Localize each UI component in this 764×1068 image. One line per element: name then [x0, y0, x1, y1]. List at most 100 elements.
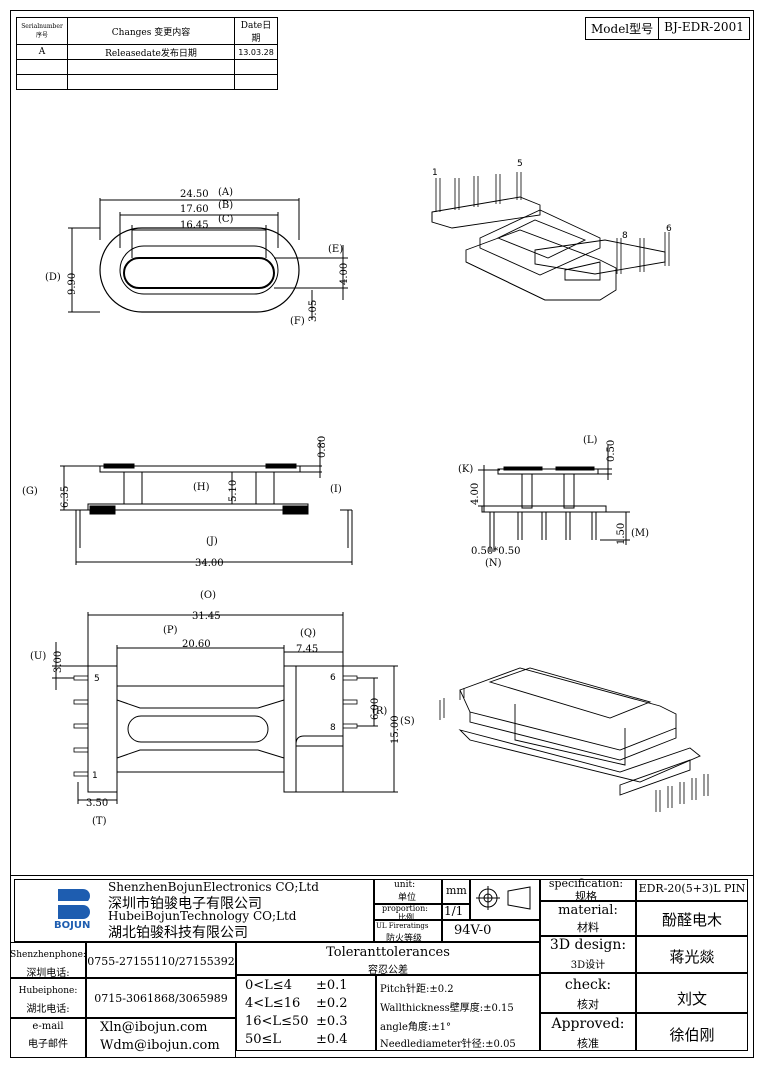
top-view: 24.50 (A) 17.60 (B) 16.45 (C) (D) 9.90 (…	[45, 187, 350, 327]
revision-table: Serialnumber序号 Changes 变更内容 Date日期 A Rel…	[16, 17, 278, 90]
iso-pin-5: 5	[517, 159, 523, 169]
approved-value: 徐伯刚	[669, 1026, 715, 1044]
drawing-sheet-border	[10, 10, 754, 1058]
dim-g-label: (G)	[22, 486, 38, 497]
dim-r-value: 6.00	[370, 698, 381, 720]
check-value: 刘文	[676, 990, 707, 1008]
tol-range-3: 16<L≤50	[245, 1014, 309, 1029]
technical-drawing: 24.50 (A) 17.60 (B) 16.45 (C) (D) 9.90 (…	[22, 159, 709, 827]
iso-pin-6: 6	[666, 224, 672, 234]
tol-note-angle: angle角度:±1°	[380, 1022, 452, 1033]
dim-q-label: (Q)	[300, 628, 316, 639]
dim-f-value: 3.05	[308, 300, 319, 322]
company-en-2: HubeiBojunTechnology CO;Ltd	[108, 909, 297, 923]
design-label: 3D design:	[549, 937, 627, 953]
tol-title: Toleranttolerances	[326, 945, 450, 960]
dim-t-label: (T)	[92, 816, 107, 827]
dim-a-value: 24.50	[180, 189, 209, 200]
proportion-label-cn: 比例	[398, 913, 414, 922]
dim-i-label: (I)	[330, 484, 342, 495]
dim-h-label: (H)	[193, 482, 210, 493]
model-label: Model型号	[586, 18, 660, 39]
dim-e-value: 4.00	[339, 263, 350, 285]
iso-view-top: 1 5 8 6	[431, 159, 672, 301]
dim-p-label: (P)	[163, 625, 178, 636]
dim-g-value: 6.35	[60, 486, 71, 508]
approved-label: Approved:	[551, 1016, 625, 1032]
tol-range-4: 50≤L	[245, 1032, 282, 1047]
dim-c-value: 16.45	[180, 220, 209, 231]
spec-label: specification:	[548, 877, 624, 890]
bottom-pin-5: 5	[94, 674, 100, 684]
sz-phone: 0755-27155110/27155392	[87, 955, 235, 968]
bottom-pin-6: 6	[330, 673, 336, 683]
hb-phone: 0715-3061868/3065989	[94, 992, 228, 1005]
dim-p-value: 20.60	[182, 639, 211, 650]
spec-label-cn: 规格	[575, 890, 597, 903]
design-label-cn: 3D设计	[570, 960, 606, 971]
tol-value-3: ±0.3	[316, 1014, 348, 1029]
fire-value: 94V-0	[454, 923, 492, 938]
logo-text: BOJUN	[54, 920, 91, 931]
bottom-pin-8: 8	[330, 723, 336, 733]
tol-value-1: ±0.1	[316, 978, 348, 993]
tol-range-2: 4<L≤16	[245, 996, 301, 1011]
email-label-cn: 电子邮件	[28, 1039, 68, 1050]
dim-n-value: 0.50*0.50	[471, 546, 521, 557]
dim-m-value: 1.50	[616, 523, 627, 545]
dim-j-value: 34.00	[195, 558, 224, 569]
dim-l-value: 0.50	[606, 440, 617, 462]
title-block: BOJUN ShenzhenBojunElectronics CO;Ltd 深圳…	[10, 875, 754, 1058]
projection-symbol	[476, 886, 531, 910]
tol-note-wall: Wallthickness壁厚度:±0.15	[380, 1003, 514, 1014]
dim-o-label: (O)	[200, 590, 216, 601]
front-view: (G) 6.35 (H) 5.10 0.80 (I) (J) 34.00	[22, 436, 353, 569]
dim-j-label: (J)	[206, 536, 218, 547]
tol-note-needle: Needlediameter针径:±0.05	[380, 1039, 516, 1050]
material-label-cn: 材料	[577, 921, 599, 934]
unit-label-cn: 单位	[398, 893, 417, 903]
dim-q-value: 7.45	[296, 644, 318, 655]
dim-k-label: (K)	[458, 464, 473, 475]
dim-t-value: 3.50	[86, 798, 108, 809]
dim-o-value: 31.45	[192, 611, 221, 622]
dim-b-label: (B)	[218, 200, 233, 211]
tol-range-1: 0<L≤4	[245, 978, 292, 993]
dim-r-label: (R)	[372, 706, 387, 717]
dim-l-label: (L)	[583, 435, 598, 446]
email-2: Wdm@ibojun.com	[100, 1038, 220, 1053]
dim-d-value: 9.90	[67, 273, 78, 295]
rev-header-changes: Changes 变更内容	[67, 17, 235, 45]
material-label: material:	[558, 903, 618, 918]
dim-d-label: (D)	[45, 272, 61, 283]
fire-label-cn: 防火等级	[386, 934, 423, 944]
company-en-1: ShenzhenBojunElectronics CO;Ltd	[108, 880, 319, 894]
dim-s-value: 15.00	[390, 715, 401, 744]
hb-phone-label-cn: 湖北电话:	[26, 1004, 70, 1015]
unit-value: mm	[446, 884, 467, 897]
dim-u-label: (U)	[30, 651, 46, 662]
tol-note-pitch: Pitch针距:±0.2	[380, 984, 454, 995]
email-1: Xln@ibojun.com	[100, 1020, 208, 1035]
dim-h-value: 5.10	[228, 480, 239, 502]
rev-header-date: Date日期	[234, 17, 278, 45]
proportion-label: proportion:	[382, 904, 428, 913]
sz-phone-label: Shenzhenphone:	[10, 950, 86, 960]
check-label-cn: 核对	[577, 998, 599, 1011]
dim-top-value: 0.80	[317, 436, 328, 458]
material-value: 酚醛电木	[661, 911, 722, 929]
dim-u-value: 3.00	[53, 651, 64, 673]
dim-e-label: (E)	[328, 244, 343, 255]
company-cn-1: 深圳市铂骏电子有限公司	[108, 896, 262, 912]
check-label: check:	[564, 977, 612, 993]
dim-k-value: 4.00	[470, 483, 481, 505]
iso-pin-8: 8	[622, 231, 628, 241]
hb-phone-label: Hubeiphone:	[18, 986, 78, 996]
tol-title-cn: 容忍公差	[368, 965, 408, 976]
design-value: 蒋光燚	[669, 948, 715, 966]
sz-phone-label-cn: 深圳电话:	[26, 968, 70, 979]
bottom-view: (O) 31.45 (P) 20.60 (Q) 7.45 (U) 3.00 (R…	[30, 590, 415, 827]
company-cn-2: 湖北铂骏科技有限公司	[108, 925, 248, 941]
model-box: Model型号 BJ-EDR-2001	[585, 17, 750, 40]
dim-a-label: (A)	[218, 187, 233, 198]
